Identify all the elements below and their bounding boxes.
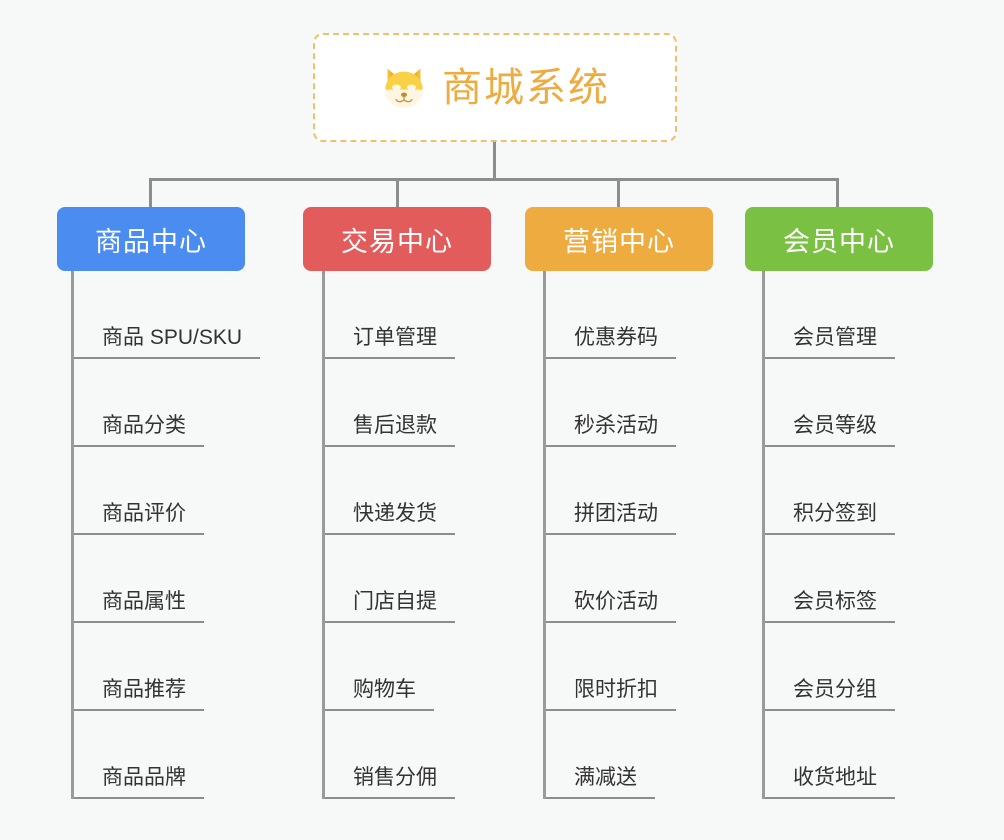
category-label-3: 会员中心: [783, 226, 895, 257]
list-item[interactable]: 限时折扣: [546, 623, 676, 711]
list-item[interactable]: 收货地址: [765, 711, 895, 799]
leaf-label-3-1: 会员等级: [765, 413, 895, 447]
leaf-column-0: 商品 SPU/SKU 商品分类 商品评价 商品属性 商品推荐 商品品牌: [71, 271, 261, 799]
leaf-label-1-5: 销售分佣: [325, 765, 455, 799]
list-item[interactable]: 门店自提: [325, 535, 455, 623]
list-item[interactable]: 商品推荐: [74, 623, 260, 711]
leaf-label-2-1: 秒杀活动: [546, 413, 676, 447]
list-item[interactable]: 商品品牌: [74, 711, 260, 799]
list-item[interactable]: 商品评价: [74, 447, 260, 535]
leaf-label-2-3: 砍价活动: [546, 589, 676, 623]
list-item[interactable]: 售后退款: [325, 359, 455, 447]
leaf-column-3: 会员管理 会员等级 积分签到 会员标签 会员分组 收货地址: [762, 271, 895, 799]
list-item[interactable]: 优惠券码: [546, 271, 676, 359]
leaf-label-1-2: 快递发货: [325, 501, 455, 535]
category-box-0[interactable]: 商品中心: [57, 207, 245, 271]
leaf-label-3-3: 会员标签: [765, 589, 895, 623]
leaf-label-2-0: 优惠券码: [546, 325, 676, 359]
leaf-label-3-2: 积分签到: [765, 501, 895, 535]
leaf-label-0-2: 商品评价: [74, 501, 204, 535]
list-item[interactable]: 砍价活动: [546, 535, 676, 623]
leaf-label-0-5: 商品品牌: [74, 765, 204, 799]
list-item[interactable]: 订单管理: [325, 271, 455, 359]
leaf-label-2-4: 限时折扣: [546, 677, 676, 711]
list-item[interactable]: 快递发货: [325, 447, 455, 535]
leaf-label-3-4: 会员分组: [765, 677, 895, 711]
list-item[interactable]: 商品分类: [74, 359, 260, 447]
list-item[interactable]: 会员等级: [765, 359, 895, 447]
root-node-title: 商城系统: [442, 65, 610, 110]
leaf-label-0-1: 商品分类: [74, 413, 204, 447]
leaf-label-1-4: 购物车: [325, 677, 434, 711]
leaf-column-2: 优惠券码 秒杀活动 拼团活动 砍价活动 限时折扣 满减送: [543, 271, 676, 799]
list-item[interactable]: 商品 SPU/SKU: [74, 271, 261, 359]
list-item[interactable]: 满减送: [546, 711, 676, 799]
leaf-label-0-0: 商品 SPU/SKU: [74, 325, 261, 359]
list-item[interactable]: 商品属性: [74, 535, 260, 623]
leaf-label-2-5: 满减送: [546, 765, 655, 799]
leaf-label-0-3: 商品属性: [74, 589, 204, 623]
leaf-label-3-0: 会员管理: [765, 325, 895, 359]
leaf-label-2-2: 拼团活动: [546, 501, 676, 535]
list-item[interactable]: 销售分佣: [325, 711, 455, 799]
connector-horizontal-bus: [149, 178, 839, 181]
category-label-0: 商品中心: [95, 226, 207, 257]
list-item[interactable]: 秒杀活动: [546, 359, 676, 447]
category-label-2: 营销中心: [563, 226, 675, 257]
list-item[interactable]: 会员分组: [765, 623, 895, 711]
list-item[interactable]: 会员标签: [765, 535, 895, 623]
leaf-label-1-3: 门店自提: [325, 589, 455, 623]
connector-drop-1: [149, 178, 152, 209]
connector-root-stem: [493, 142, 496, 180]
category-box-2[interactable]: 营销中心: [525, 207, 713, 271]
root-node-mall-system[interactable]: 商城系统: [313, 33, 677, 142]
connector-drop-4: [836, 178, 839, 209]
connector-drop-3: [617, 178, 620, 209]
leaf-label-1-0: 订单管理: [325, 325, 455, 359]
leaf-column-1: 订单管理 售后退款 快递发货 门店自提 购物车 销售分佣: [322, 271, 455, 799]
list-item[interactable]: 会员管理: [765, 271, 895, 359]
list-item[interactable]: 购物车: [325, 623, 455, 711]
category-label-1: 交易中心: [341, 226, 453, 257]
leaf-label-3-5: 收货地址: [765, 765, 895, 799]
category-box-3[interactable]: 会员中心: [745, 207, 933, 271]
shiba-dog-face-icon: [385, 68, 423, 107]
leaf-label-1-1: 售后退款: [325, 413, 455, 447]
category-box-1[interactable]: 交易中心: [303, 207, 491, 271]
leaf-label-0-4: 商品推荐: [74, 677, 204, 711]
list-item[interactable]: 积分签到: [765, 447, 895, 535]
connector-drop-2: [396, 178, 399, 209]
list-item[interactable]: 拼团活动: [546, 447, 676, 535]
